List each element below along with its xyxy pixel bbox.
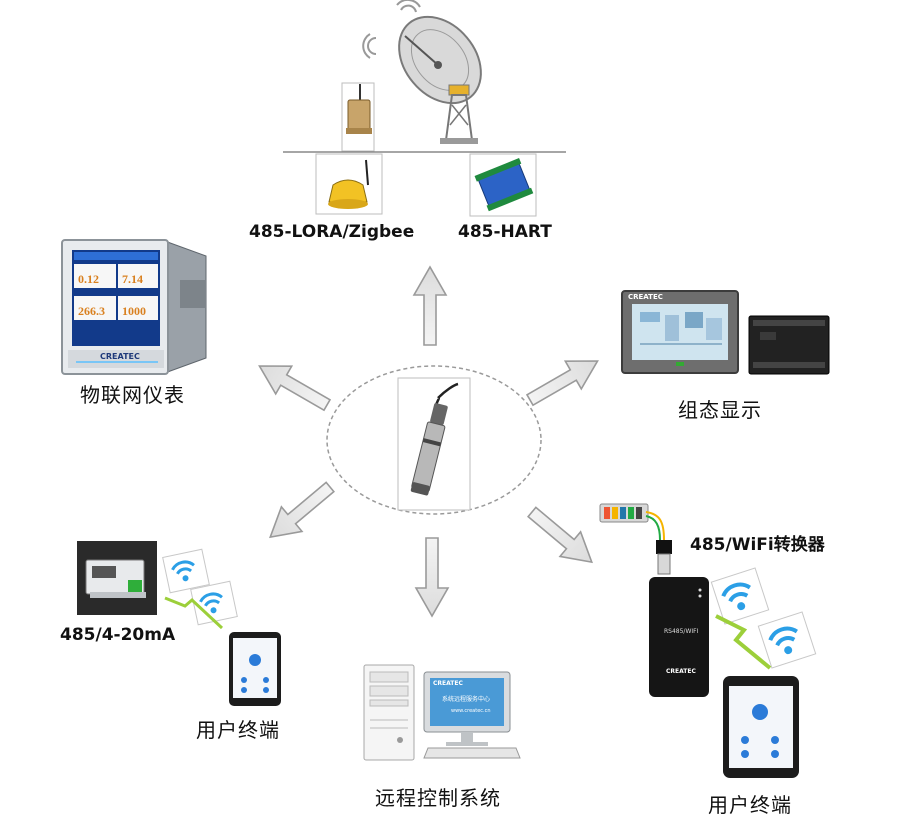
label-485-wifi-converter: 485/WiFi转换器	[690, 535, 825, 555]
meter-brand: CREATEC	[100, 352, 140, 361]
keyboard	[423, 747, 521, 759]
center-ellipse	[326, 365, 542, 515]
terminal-block	[599, 503, 665, 541]
label-remote-control-system: 远程控制系统	[375, 786, 501, 810]
label-485-4-20ma: 485/4-20mA	[60, 625, 176, 645]
wifi-card-left-2	[190, 580, 238, 626]
iot-meter	[61, 239, 207, 375]
module-485-420ma	[77, 541, 157, 615]
arrow-lower-left	[259, 473, 342, 551]
arrow-upper-left	[250, 351, 336, 420]
monitor	[423, 671, 511, 746]
tablet-right	[723, 676, 799, 778]
arrow-down	[415, 537, 449, 617]
hmi-panel	[621, 290, 739, 374]
label-485-lora-zigbee: 485-LORA/Zigbee	[249, 222, 415, 242]
wifi-card-left-1	[162, 548, 210, 594]
tablet-left	[229, 632, 281, 706]
label-iot-meter: 物联网仪表	[80, 383, 185, 407]
arrow-up	[413, 266, 447, 346]
label-485-hart: 485-HART	[458, 222, 552, 242]
meter-value-3: 266.3	[78, 304, 105, 318]
hart-device	[469, 153, 537, 217]
meter-value-2: 7.14	[122, 272, 143, 286]
server-tower	[363, 664, 415, 761]
signal-bolt-right	[715, 614, 772, 670]
meter-screen-values: 0.12 7.14 266.3 1000	[74, 264, 158, 320]
meter-value-1: 0.12	[78, 272, 99, 286]
label-user-terminal-left: 用户终端	[196, 718, 280, 742]
hmi-brand: CREATEC	[628, 293, 663, 301]
wifi-card-right-2	[757, 611, 817, 669]
label-scada-display: 组态显示	[678, 398, 762, 422]
arrow-lower-right	[520, 498, 603, 576]
monitor-brand: CREATEC	[433, 680, 463, 687]
wifi-card-right-1	[710, 567, 770, 625]
lora-node	[341, 82, 375, 152]
meter-value-4: 1000	[122, 304, 146, 318]
wifi-dongle	[649, 577, 709, 697]
monitor-text: 系统远程服务中心	[442, 696, 491, 703]
signal-bolt-left	[164, 596, 224, 630]
lora-device	[315, 153, 383, 215]
satellite-dish	[362, 0, 482, 144]
sensor-probe	[397, 377, 471, 511]
usb-plug	[656, 540, 672, 575]
monitor-url: www.createc.cn	[451, 708, 491, 714]
plc-module	[748, 315, 830, 375]
dongle-brand: CREATEC	[666, 668, 696, 675]
arrow-upper-right	[521, 346, 607, 415]
dongle-text: RS485/WIFI	[664, 628, 699, 635]
label-user-terminal-right: 用户终端	[708, 793, 792, 817]
